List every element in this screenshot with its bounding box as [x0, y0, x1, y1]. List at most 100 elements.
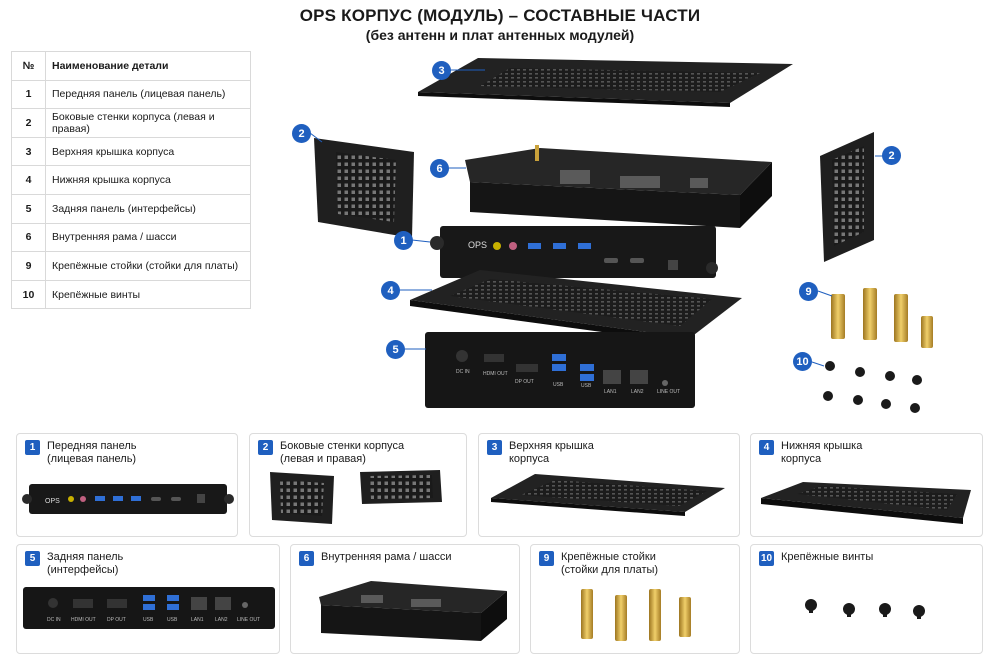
page-title: OPS КОРПУС (МОДУЛЬ) – СОСТАВНЫЕ ЧАСТИ [299, 6, 701, 25]
card-screws: 10 Крепёжные винты [750, 544, 983, 654]
top-cover [418, 58, 793, 107]
caption-line: корпуса [781, 453, 822, 465]
card-number: 5 [25, 551, 40, 566]
front-panel-thumb: OPS [22, 484, 234, 514]
ops-label: OPS [468, 240, 487, 250]
chassis-thumb [319, 581, 507, 641]
caption-line: Крепёжные стойки [561, 551, 656, 563]
row-name: Передняя панель (лицевая панель) [45, 79, 251, 110]
callout-9: 9 [799, 282, 818, 301]
usb-label: USB [581, 383, 592, 389]
callout-5: 5 [386, 340, 405, 359]
usb-label: USB [167, 617, 178, 623]
row-name: Верхняя крышка корпуса [45, 136, 251, 167]
callout-2-right: 2 [882, 146, 901, 165]
hdmi-out-label: HDMI OUT [483, 371, 508, 377]
standoffs-thumb [581, 589, 691, 641]
standoffs [831, 288, 933, 348]
dp-out-label: DP OUT [515, 379, 534, 385]
callout-leaders [309, 69, 884, 367]
side-wall-left [314, 138, 414, 238]
ops-label: OPS [45, 498, 60, 505]
side-walls-thumb [270, 470, 442, 524]
lan2-label: LAN2 [215, 617, 228, 623]
card-side-walls: 2 Боковые стенки корпуса(левая и правая) [249, 433, 467, 537]
caption-line: (лицевая панель) [47, 453, 137, 465]
callout-4: 4 [381, 281, 400, 300]
lan2-label: LAN2 [631, 389, 644, 395]
caption-line: (левая и правая) [280, 453, 366, 465]
line-out-label: LINE OUT [237, 617, 260, 623]
row-name: Задняя панель (интерфейсы) [45, 193, 251, 224]
card-number: 2 [258, 440, 273, 455]
card-number: 3 [487, 440, 502, 455]
side-wall-right [820, 132, 874, 262]
row-num: 6 [11, 222, 46, 253]
usb-label: USB [143, 617, 154, 623]
card-number: 4 [759, 440, 774, 455]
row-num: 2 [11, 108, 46, 138]
caption-line: Крепёжные винты [781, 551, 874, 563]
screws [823, 361, 922, 413]
card-front-panel: 1 Передняя панель(лицевая панель) OPS [16, 433, 238, 537]
caption-line: Верхняя крышка [509, 440, 594, 452]
bottom-cover-thumb [761, 482, 971, 524]
row-name: Нижняя крышка корпуса [45, 165, 251, 195]
row-name: Крепёжные винты [45, 279, 251, 310]
dp-out-label: DP OUT [107, 617, 126, 623]
card-caption: Крепёжные винты [781, 551, 873, 564]
caption-line: Боковые стенки корпуса [280, 440, 405, 452]
front-panel: OPS [430, 226, 718, 278]
line-out-label: LINE OUT [657, 389, 680, 395]
card-caption: Задняя панель(интерфейсы) [47, 551, 123, 577]
column-header-num: № [11, 51, 46, 81]
top-cover-thumb [491, 474, 725, 516]
screws-thumb [805, 599, 925, 619]
card-standoffs: 9 Крепёжные стойки(стойки для платы) [530, 544, 740, 654]
rear-panel-thumb: DC IN HDMI OUT DP OUT USB USB LAN1 LAN2 … [23, 587, 275, 629]
row-num: 4 [11, 165, 46, 195]
caption-line: Нижняя крышка [781, 440, 863, 452]
card-caption: Передняя панель(лицевая панель) [47, 440, 137, 466]
caption-line: Передняя панель [47, 440, 137, 452]
lan1-label: LAN1 [604, 389, 617, 395]
card-number: 1 [25, 440, 40, 455]
card-number: 6 [299, 551, 314, 566]
card-caption: Боковые стенки корпуса(левая и правая) [280, 440, 404, 466]
lan1-label: LAN1 [191, 617, 204, 623]
card-chassis: 6 Внутренняя рама / шасси [290, 544, 520, 654]
usb-label: USB [553, 382, 564, 388]
card-number: 10 [759, 551, 774, 566]
dc-in-label: DC IN [47, 617, 61, 623]
table-header-row: № Наименование детали [11, 51, 251, 81]
hdmi-out-label: HDMI OUT [71, 617, 96, 623]
callout-1: 1 [394, 231, 413, 250]
caption-line: Задняя панель [47, 551, 124, 563]
row-num: 10 [11, 279, 46, 310]
inner-chassis [465, 145, 772, 228]
dc-in-label: DC IN [456, 369, 470, 375]
card-caption: Внутренняя рама / шасси [321, 551, 451, 564]
row-num: 9 [11, 251, 46, 281]
page-subtitle: (без антенн и плат антенных модулей) [365, 27, 635, 43]
card-rear-panel: 5 Задняя панель(интерфейсы) DC IN HDMI O… [16, 544, 280, 654]
column-header-name: Наименование детали [45, 51, 251, 81]
callout-10: 10 [793, 352, 812, 371]
caption-line: (стойки для платы) [561, 564, 659, 576]
card-caption: Крепёжные стойки(стойки для платы) [561, 551, 658, 577]
callout-2-left: 2 [292, 124, 311, 143]
callout-3: 3 [432, 61, 451, 80]
card-number: 9 [539, 551, 554, 566]
exploded-view: OPS DC IN HDMI OUT DP OUT USB USB LAN1 L… [309, 58, 933, 413]
callout-6: 6 [430, 159, 449, 178]
caption-line: Внутренняя рама / шасси [321, 551, 452, 563]
